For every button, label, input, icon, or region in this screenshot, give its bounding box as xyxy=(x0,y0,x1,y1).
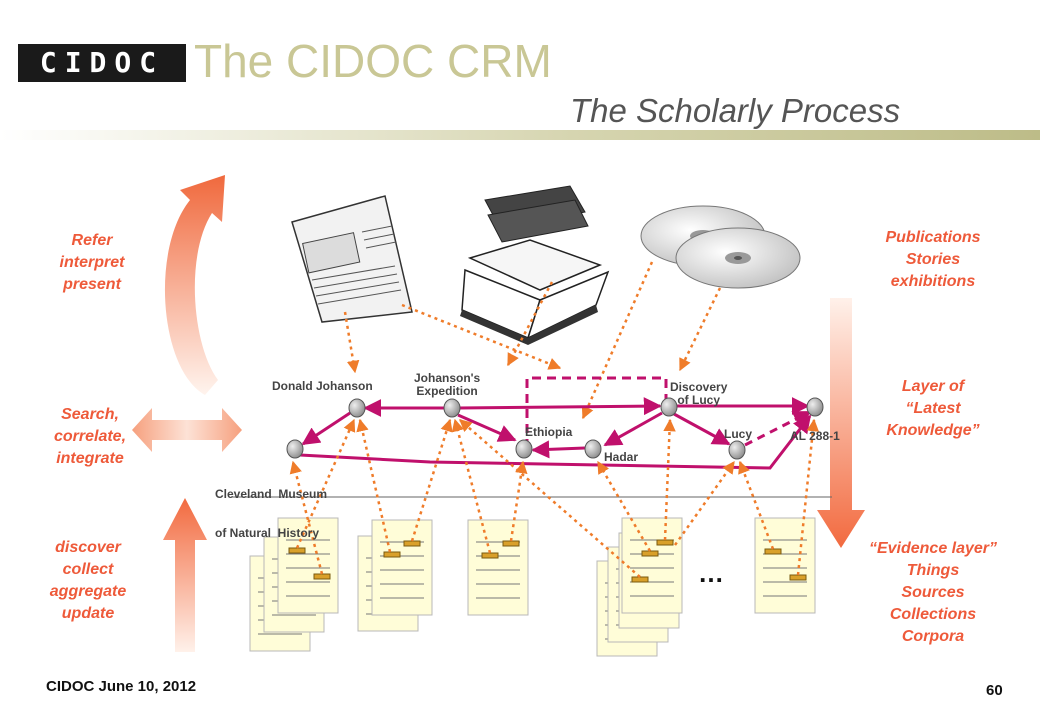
page-number: 60 xyxy=(986,682,1003,699)
page-title: The CIDOC CRM xyxy=(194,35,552,87)
knowledge-down-arrow xyxy=(817,298,865,548)
label-discover-collect-aggregate-update: discover collect aggregate update xyxy=(49,539,127,622)
label-hadar: Hadar xyxy=(604,450,639,464)
label-evidence-layer: “Evidence layer” Things Sources Collecti… xyxy=(868,540,998,645)
node-lucy xyxy=(728,440,746,460)
refer-cycle-arrow xyxy=(164,175,225,395)
discover-up-arrow xyxy=(163,498,207,652)
node-johansons-expedition xyxy=(443,398,461,418)
publication-links xyxy=(343,261,722,420)
label-lucy: Lucy xyxy=(724,427,753,441)
books-icon xyxy=(460,185,610,345)
label-refer-interpret-present: Refer interpret present xyxy=(59,232,125,293)
evidence-links xyxy=(289,418,820,578)
knowledge-nodes xyxy=(286,397,824,460)
dashed-context-box xyxy=(525,376,668,448)
footer-date: CIDOC June 10, 2012 xyxy=(46,678,197,695)
knowledge-links xyxy=(299,397,812,470)
node-donald-johanson xyxy=(348,398,366,418)
label-ethiopia: Ethiopia xyxy=(525,425,573,439)
document-stack-5 xyxy=(754,517,816,614)
document-stack-3 xyxy=(467,519,529,616)
node-cleveland-museum xyxy=(286,439,304,459)
label-cleveland-museum: Cleveland Museum of Natural History xyxy=(215,487,328,540)
label-search-correlate-integrate: Search, correlate, integrate xyxy=(53,406,127,467)
title-divider xyxy=(0,130,1040,140)
newspaper-icon xyxy=(291,195,413,323)
node-hadar xyxy=(584,439,602,459)
label-al-288-1: AL 288-1 xyxy=(790,429,840,443)
label-discovery-of-lucy: Discovery of Lucy xyxy=(670,380,728,407)
node-ethiopia xyxy=(515,439,533,459)
search-double-arrow xyxy=(132,408,242,452)
page-subtitle: The Scholarly Process xyxy=(570,92,901,129)
cidoc-logo: CIDOC xyxy=(18,44,186,82)
label-donald-johanson: Donald Johanson xyxy=(272,379,373,393)
label-johansons-expedition: Johanson's Expedition xyxy=(414,371,481,398)
document-stack-2 xyxy=(357,519,433,632)
node-discovery-of-lucy xyxy=(660,397,678,417)
document-stack-4 xyxy=(596,517,683,657)
cd-icon xyxy=(640,205,801,289)
label-publications-stories-exhibitions: Publications Stories exhibitions xyxy=(885,229,981,290)
node-al-288-1 xyxy=(806,397,824,417)
more-documents-ellipsis: … xyxy=(698,558,724,588)
label-layer-of-latest-knowledge: Layer of “Latest Knowledge” xyxy=(886,378,980,439)
